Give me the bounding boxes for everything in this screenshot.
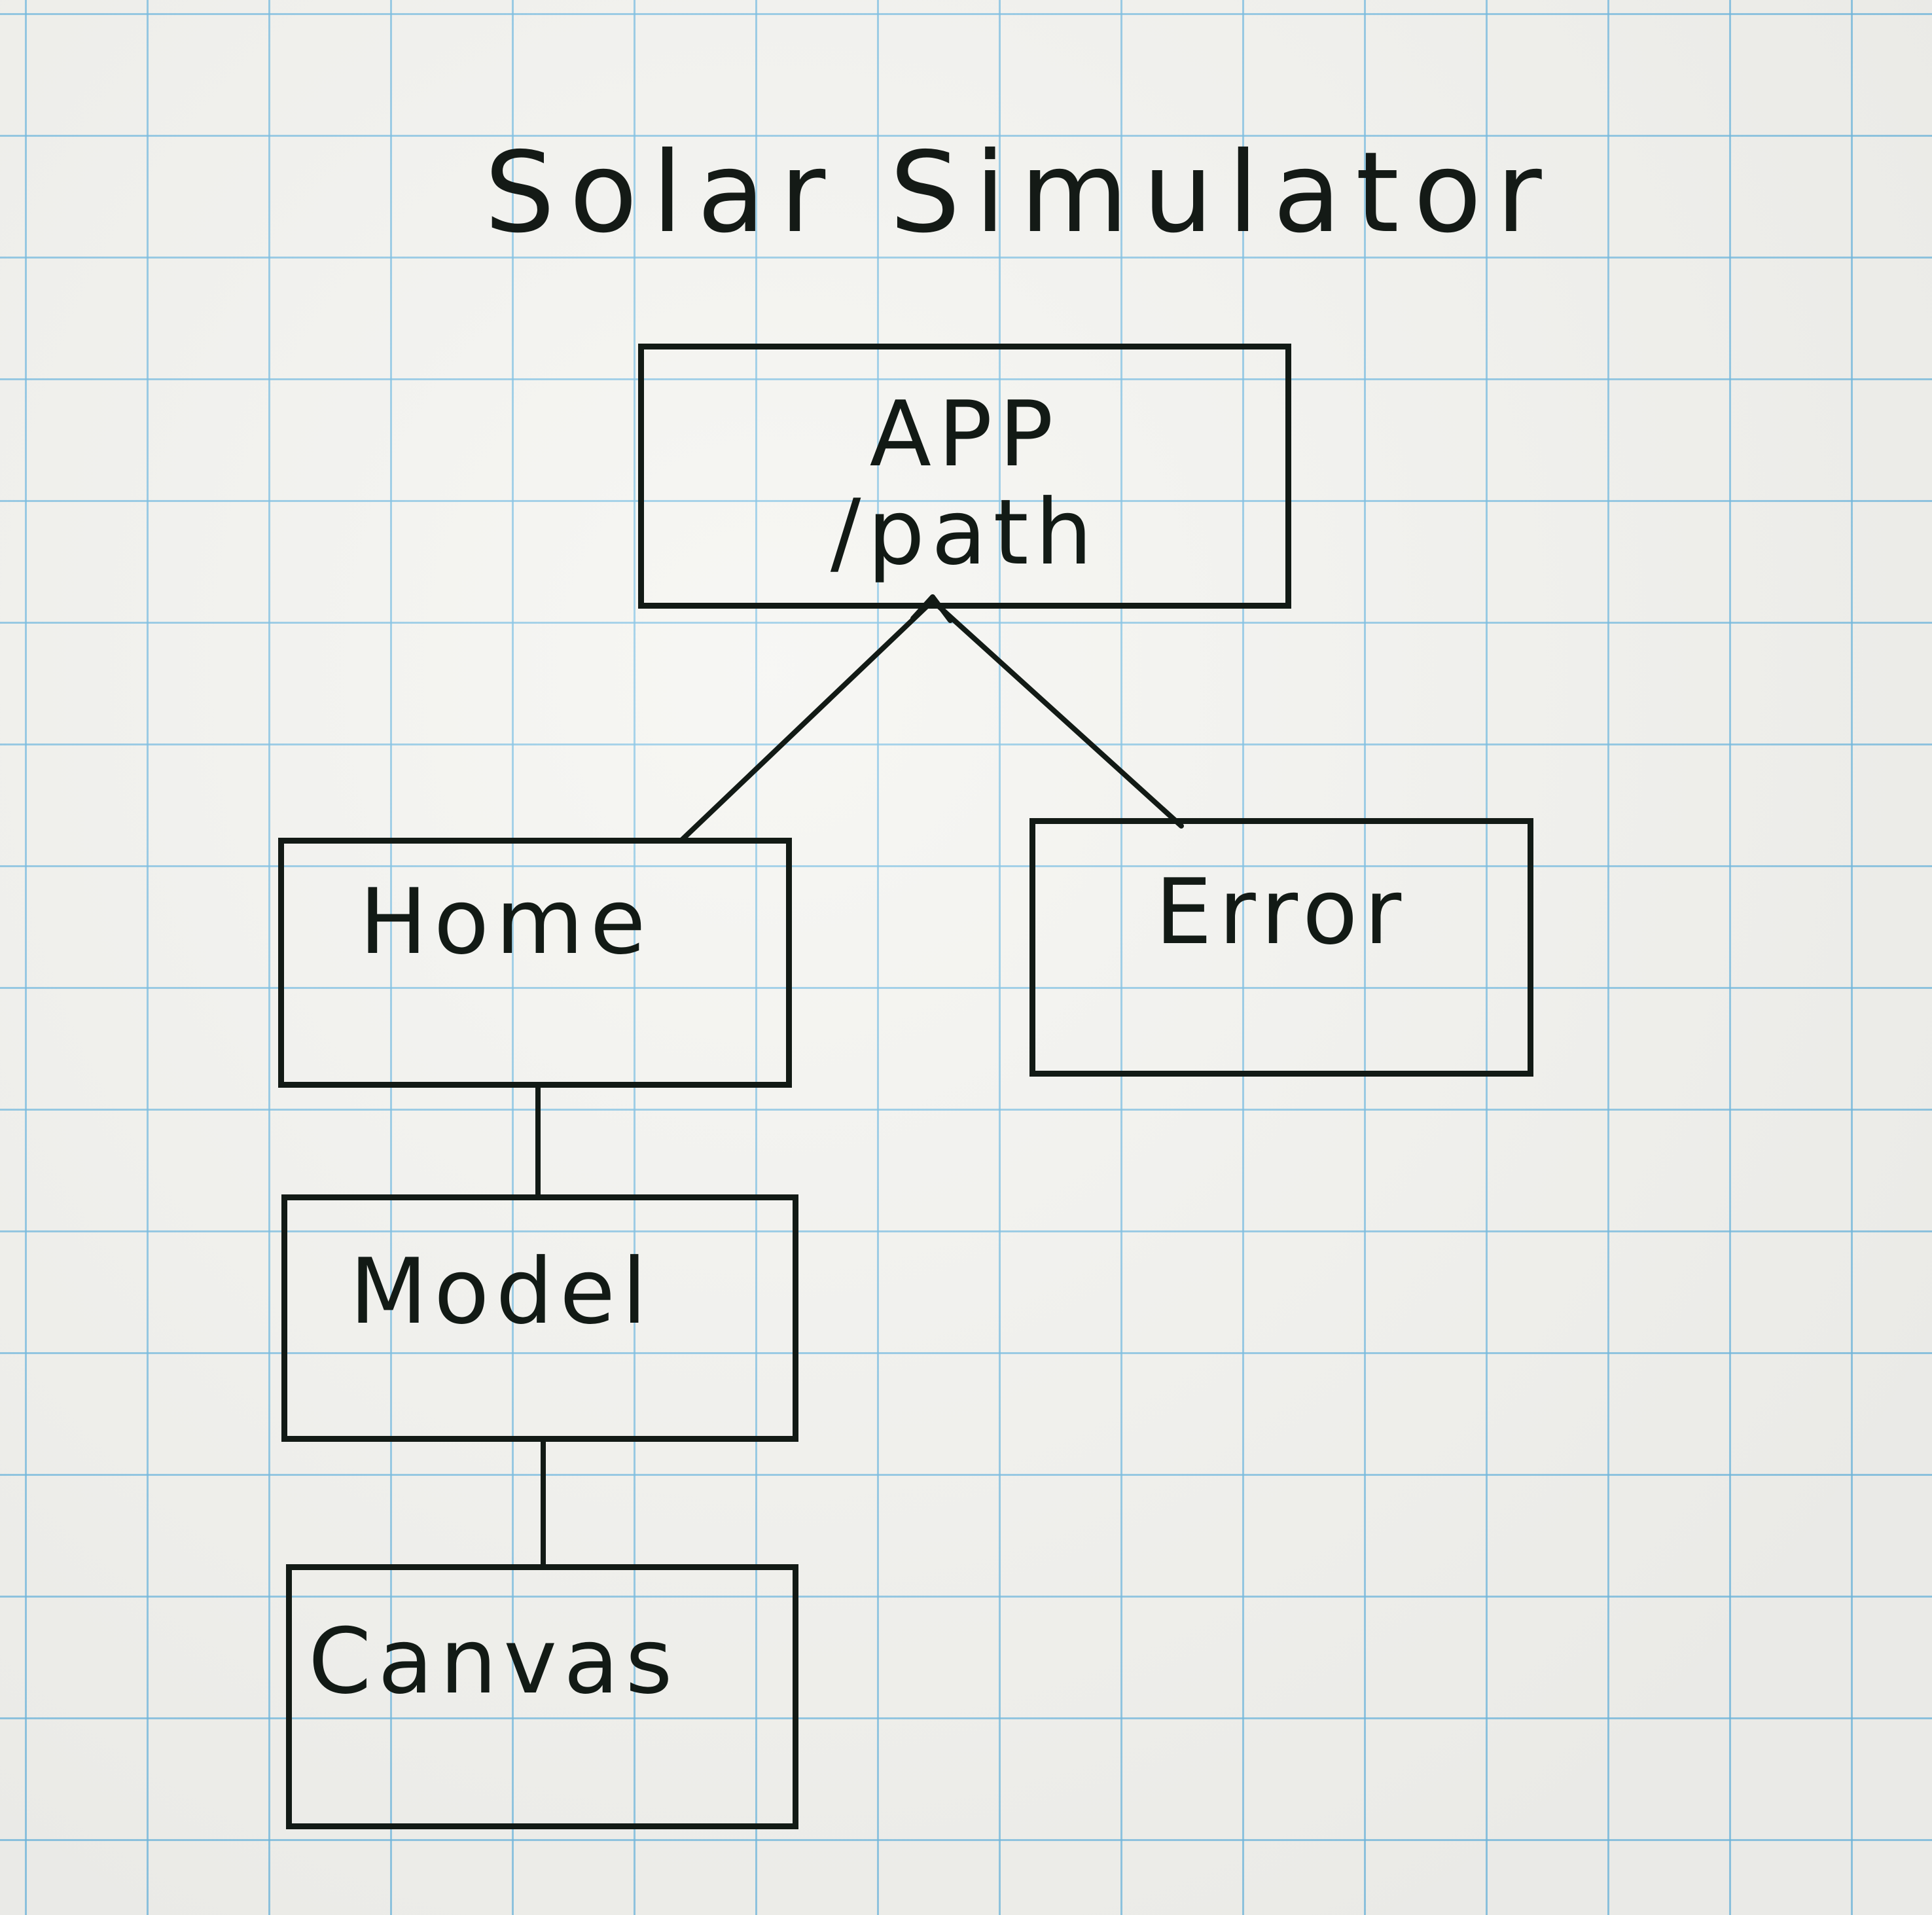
node-model: Model xyxy=(281,1194,798,1442)
node-app-label: APP xyxy=(869,382,1060,487)
node-app-path-label: /path xyxy=(830,480,1100,585)
node-model-label: Model xyxy=(349,1239,654,1344)
edge-app-error xyxy=(930,598,1184,829)
node-error: Error xyxy=(1029,818,1533,1077)
node-error-label: Error xyxy=(1154,859,1408,965)
edge-app-arrowhead xyxy=(910,594,953,623)
node-app: APP /path xyxy=(638,344,1291,609)
node-canvas: Canvas xyxy=(286,1564,798,1829)
node-home: Home xyxy=(278,838,792,1088)
edge-app-home xyxy=(678,598,935,844)
node-canvas-label: Canvas xyxy=(308,1609,679,1714)
diagram-title: Solar Simulator xyxy=(484,128,1556,258)
node-home-label: Home xyxy=(359,869,653,975)
